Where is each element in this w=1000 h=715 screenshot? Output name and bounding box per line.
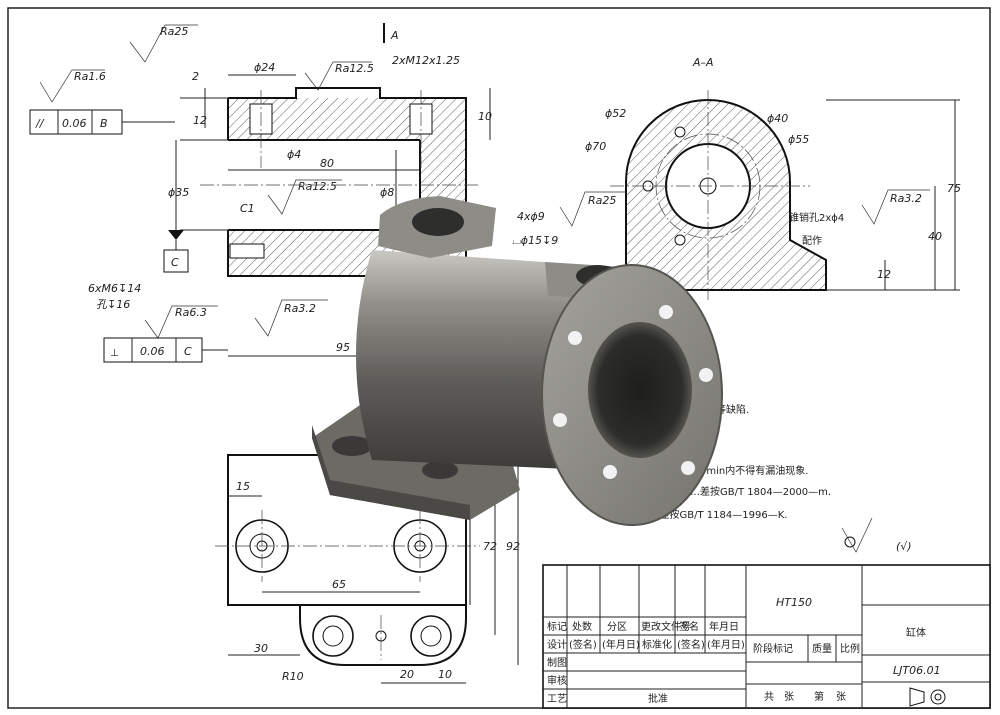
- dim-phi24: ϕ24: [254, 61, 275, 74]
- dim-phi52: ϕ52: [605, 107, 626, 120]
- holes-m6: 6xM6↧14: [88, 282, 141, 295]
- roughness-ra25-top: Ra25: [160, 25, 188, 38]
- dim-92: 92: [506, 540, 520, 553]
- part-name: 缸体: [906, 626, 926, 639]
- dim-phi40: ϕ40: [767, 112, 788, 125]
- projection-symbol-icon: [909, 687, 946, 707]
- dim-10: 10: [478, 110, 492, 123]
- note-3: …差按GB/T 1804—2000—m.: [690, 485, 831, 498]
- svg-text:处数: 处数: [572, 620, 592, 633]
- roughness-ra32-right: Ra3.2: [890, 192, 922, 205]
- dim-65: 65: [332, 578, 346, 591]
- dim-40: 40: [928, 230, 942, 243]
- dim-12-right: 12: [877, 268, 891, 281]
- svg-text:0.06: 0.06: [140, 345, 165, 358]
- svg-text:审核: 审核: [547, 674, 567, 687]
- svg-text:张: 张: [784, 691, 794, 703]
- drawing-border: [7, 7, 991, 709]
- dim-95: 95: [336, 341, 350, 354]
- dim-12: 12: [193, 114, 207, 127]
- dim-phi8: ϕ8: [380, 186, 394, 199]
- pin-hole-note: 锥销孔2xϕ4: [789, 211, 844, 224]
- tolerance-perpendicular-frame: ⊥ 0.06 C: [103, 337, 228, 363]
- svg-text:0.06: 0.06: [62, 117, 87, 130]
- svg-text:阶段标记: 阶段标记: [753, 642, 793, 655]
- general-roughness-symbol: (√): [841, 517, 912, 553]
- roughness-ra125-mid: Ra12.5: [298, 180, 337, 193]
- dim-15: 15: [236, 480, 250, 493]
- dim-2: 2: [192, 70, 199, 83]
- drawing-number: LJT06.01: [893, 664, 941, 677]
- roughness-ra125-top: Ra12.5: [335, 62, 374, 75]
- note-2: …5min内不得有漏油现象.: [690, 464, 808, 477]
- title-block: HT150 缸体 LJT06.01 标记 处数 分区 更改文件号 签名 年月日 …: [542, 564, 991, 709]
- svg-text:标记: 标记: [547, 621, 567, 633]
- dim-30: 30: [254, 642, 268, 655]
- section-label-a: A: [390, 29, 399, 42]
- top-view: [215, 380, 519, 684]
- 3d-part-render: [312, 196, 723, 526]
- svg-text:制图: 制图: [547, 656, 567, 669]
- tolerance-parallel-frame: // 0.06 B: [29, 109, 175, 135]
- svg-text:批准: 批准: [648, 692, 668, 705]
- chamfer-c1: C1: [240, 202, 255, 215]
- svg-text:共: 共: [764, 691, 774, 703]
- dim-75: 75: [947, 182, 961, 195]
- roughness-ra32-left: Ra3.2: [284, 302, 316, 315]
- dim-thread: 2xM12x1.25: [392, 54, 460, 67]
- roughness-ra63: Ra6.3: [175, 306, 207, 319]
- dim-phi70: ϕ70: [585, 140, 606, 153]
- dim-r10: R10: [282, 670, 304, 683]
- counterbore: ⌴ϕ15↧9: [512, 234, 558, 247]
- svg-text:(年月日): (年月日): [602, 638, 640, 651]
- dim-20: 20: [400, 668, 414, 681]
- svg-text:(年月日): (年月日): [707, 638, 745, 651]
- dim-80: 80: [320, 157, 334, 170]
- svg-text:年月日: 年月日: [709, 620, 739, 633]
- dim-phi4: ϕ4: [287, 148, 301, 161]
- svg-text:质量: 质量: [812, 643, 832, 655]
- svg-text:C: C: [184, 345, 192, 358]
- svg-text:C: C: [171, 256, 179, 269]
- roughness-ra25-mid: Ra25: [588, 194, 616, 207]
- svg-text:签名: 签名: [679, 620, 699, 633]
- svg-text:工艺: 工艺: [547, 693, 567, 705]
- annotation-labels: A A–A Ra25 Ra1.6 Ra12.5 Ra12.5 Ra6.3 Ra3…: [39, 23, 961, 683]
- svg-text:⊥: ⊥: [110, 348, 119, 359]
- dim-phi35: ϕ35: [168, 186, 189, 199]
- svg-text:第: 第: [814, 690, 824, 703]
- svg-text:设计: 设计: [547, 638, 567, 651]
- roughness-ra16: Ra1.6: [74, 70, 106, 83]
- svg-text:更改文件号: 更改文件号: [641, 620, 691, 633]
- svg-text:标准化: 标准化: [642, 638, 672, 651]
- general-roughness-paren: (√): [896, 540, 912, 553]
- holes-phi9: 4xϕ9: [517, 210, 545, 223]
- svg-text:(签名): (签名): [677, 638, 705, 651]
- hole-depth: 孔↧16: [96, 298, 130, 311]
- section-a-a-view: [610, 90, 960, 300]
- svg-text:比例: 比例: [840, 642, 860, 655]
- svg-text:张: 张: [836, 691, 846, 703]
- svg-text://: //: [35, 117, 45, 130]
- dim-72: 72: [483, 540, 497, 553]
- material: HT150: [776, 596, 812, 609]
- svg-text:B: B: [100, 117, 108, 130]
- dim-phi55: ϕ55: [788, 133, 809, 146]
- svg-text:分区: 分区: [607, 621, 627, 633]
- section-title-a-a: A–A: [692, 56, 714, 69]
- fit-note: 配作: [802, 235, 822, 247]
- svg-text:(签名): (签名): [569, 638, 597, 651]
- dim-10-bottom: 10: [438, 668, 452, 681]
- datum-c: C: [163, 230, 189, 273]
